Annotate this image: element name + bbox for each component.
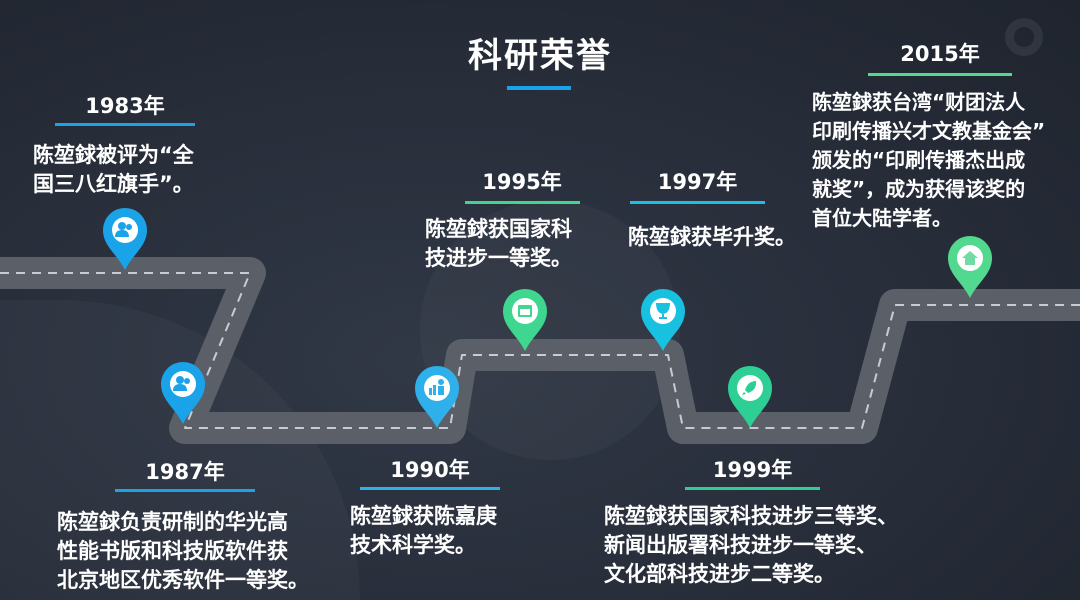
event-description: 陈堃銶获台湾“财团法人 印刷传播兴才文教基金会” 颁发的“印刷传播杰出成 就奖”… [812, 90, 1046, 230]
year-underline [465, 201, 580, 204]
event-description: 陈堃銶获陈嘉庚 技术科学奖。 [350, 504, 497, 557]
year-underline [868, 73, 1012, 76]
decor-ring [1005, 18, 1043, 56]
year-underline [360, 487, 500, 490]
map-pin-1990[interactable] [415, 366, 459, 428]
event-description: 陈堃銶获国家科 技进步一等奖。 [425, 217, 572, 270]
event-year: 1999年 [712, 458, 793, 482]
chart-people-icon [429, 379, 444, 395]
map-pin-1983[interactable] [103, 208, 147, 270]
year-underline [115, 489, 255, 492]
event-year: 1997年 [657, 170, 738, 194]
users-icon [173, 376, 190, 391]
event-description: 陈堃銶被评为“全 国三八红旗手”。 [33, 143, 194, 196]
event-description: 陈堃銶获毕升奖。 [628, 225, 796, 249]
event-year: 1983年 [85, 94, 165, 118]
rocket-icon [742, 381, 757, 395]
event-year: 1990年 [390, 458, 470, 482]
users-icon [115, 222, 132, 237]
event-description: 陈堃銶获国家科技进步三等奖、 新闻出版署科技进步一等奖、 文化部科技进步二等奖。 [604, 504, 898, 586]
year-underline [630, 201, 765, 204]
calendar-icon [518, 305, 532, 317]
map-pin-2015[interactable] [948, 236, 992, 298]
event-year: 2015年 [900, 42, 980, 66]
map-pin-1995[interactable] [503, 289, 547, 351]
event-year: 1987年 [145, 460, 225, 484]
trophy-icon [656, 303, 670, 319]
title-underline [507, 86, 571, 90]
event-description: 陈堃銶负责研制的华光高 性能书版和科技版软件获 北京地区优秀软件一等奖。 [57, 510, 309, 592]
page-title: 科研荣誉 [468, 36, 612, 76]
home-icon [962, 251, 978, 265]
year-underline [685, 487, 820, 490]
year-underline [55, 123, 195, 126]
map-pin-1987[interactable] [161, 362, 205, 424]
event-year: 1995年 [482, 170, 562, 194]
map-pin-1999[interactable] [728, 366, 772, 428]
map-pin-1997[interactable] [641, 289, 685, 351]
